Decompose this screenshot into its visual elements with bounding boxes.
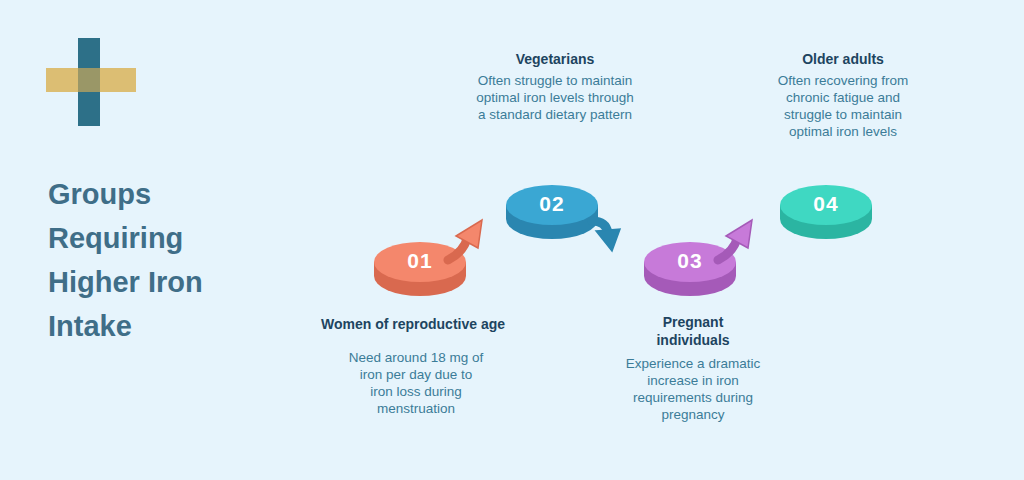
step-number: 02 — [512, 192, 592, 216]
arrow-head — [456, 220, 482, 248]
step-number: 03 — [650, 249, 730, 273]
step-description: Often struggle to maintain optimal iron … — [475, 72, 635, 123]
disc-top — [506, 185, 598, 225]
disc-top — [780, 185, 872, 225]
step-number: 01 — [380, 249, 460, 273]
step-description: Need around 18 mg of iron per day due to… — [348, 349, 484, 417]
logo-bar — [78, 38, 100, 126]
logo-bar — [46, 68, 136, 92]
step-node: 02 VegetariansOften struggle to maintain … — [465, 48, 645, 248]
step-heading: Older adults — [758, 50, 928, 68]
step-description: Often recovering from chronic fatigue an… — [768, 72, 918, 140]
arrow-head — [596, 229, 620, 251]
logo-overlap — [78, 68, 100, 92]
step-node: 04 Older adultsOften recovering from chro… — [758, 48, 928, 248]
step-node: 03Pregnant individualsExperience a drama… — [608, 215, 778, 425]
step-node: 01Women of reproductive ageNeed around 1… — [318, 215, 508, 425]
step-description: Experience a dramatic increase in iron r… — [618, 355, 768, 423]
arrow-head — [726, 220, 752, 248]
step-heading: Women of reproductive age — [318, 315, 508, 333]
step-heading: Pregnant individuals — [638, 313, 748, 349]
step-heading: Vegetarians — [465, 50, 645, 68]
diagram-title: Groups Requiring Higher Iron Intake — [48, 172, 233, 348]
step-number: 04 — [786, 192, 866, 216]
